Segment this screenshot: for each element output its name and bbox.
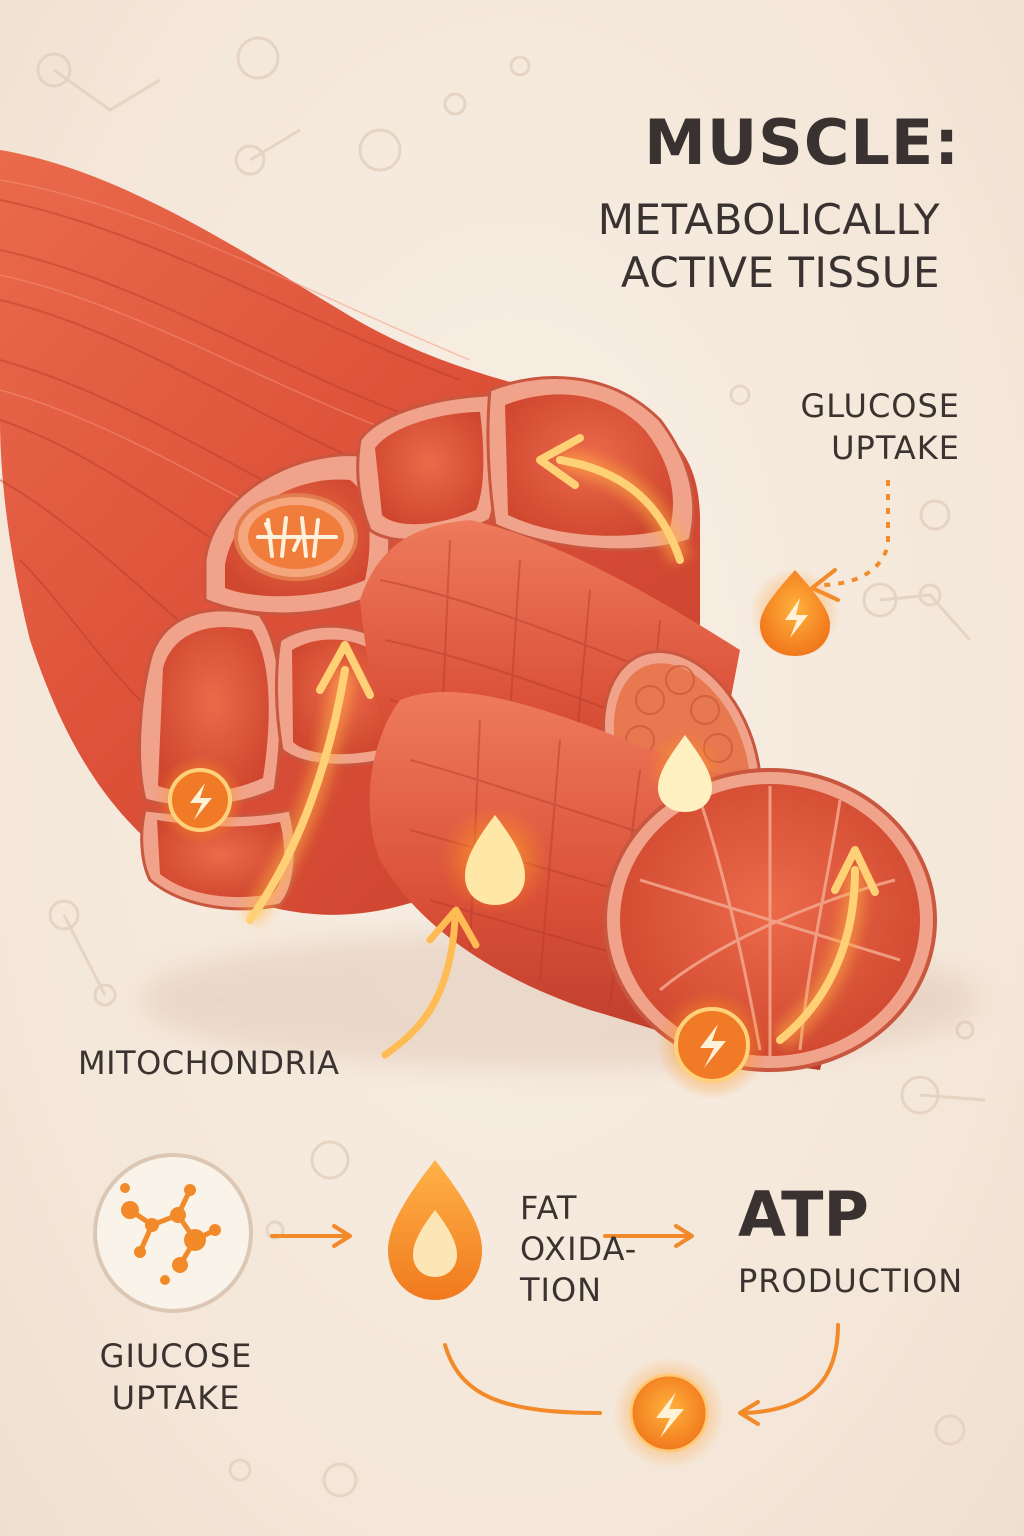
label-mitochondria: MITOCHONDRIA xyxy=(78,1044,340,1082)
flow-arrow-icon xyxy=(381,916,459,1059)
fat-droplet-icon xyxy=(388,1160,482,1300)
page-title: MUSCLE: xyxy=(644,106,960,179)
lightning-bolt-icon xyxy=(613,1357,725,1469)
label-atp-production: PRODUCTION xyxy=(738,1262,964,1300)
label-atp: ATP xyxy=(738,1178,869,1251)
muscle-fiber-lower xyxy=(369,691,937,1072)
fat-droplet-icon xyxy=(440,805,550,915)
fat-droplet-icon xyxy=(647,732,723,812)
background-molecules xyxy=(36,36,986,1498)
lightning-bolt-icon xyxy=(155,755,245,845)
energy-arrows-on-muscle xyxy=(241,434,879,1049)
glucose-molecule-icon xyxy=(93,1153,253,1313)
lightning-bolt-icon xyxy=(657,990,767,1100)
mitochondrion-icon xyxy=(234,493,358,581)
lightning-bolt-icon xyxy=(750,568,840,658)
